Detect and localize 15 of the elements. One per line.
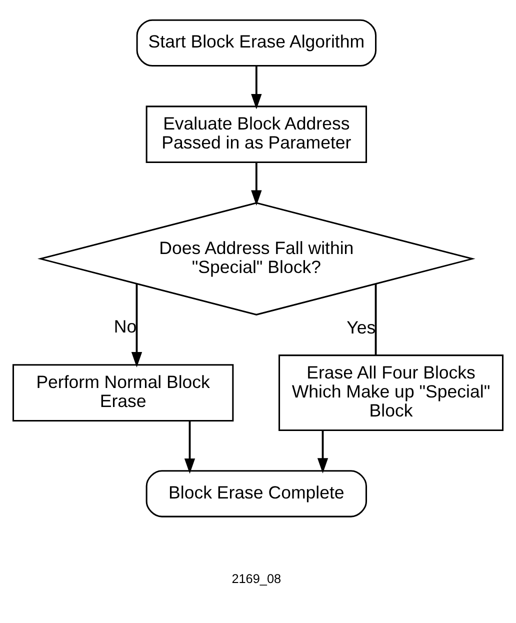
arrow <box>184 420 196 474</box>
node-box: Block Erase Complete <box>146 470 368 518</box>
label: 2169_08 <box>232 572 282 586</box>
node-box: Evaluate Block Address Passed in as Parameter <box>146 106 368 164</box>
node-diamond: Does Address Fall within "Special" Block? <box>38 202 476 316</box>
node-box: Erase All Four Blocks Which Make up "Special" Block <box>278 354 504 431</box>
arrow <box>251 66 262 110</box>
arrow <box>131 284 142 368</box>
edge-label: Yes <box>346 318 376 338</box>
arrow <box>317 430 328 474</box>
connector <box>374 284 377 356</box>
arrow <box>251 162 262 206</box>
node-box: Perform Normal Block Erase <box>12 364 234 422</box>
edge-label: No <box>114 316 137 337</box>
node-box: Start Block Erase Algorithm <box>136 19 377 67</box>
